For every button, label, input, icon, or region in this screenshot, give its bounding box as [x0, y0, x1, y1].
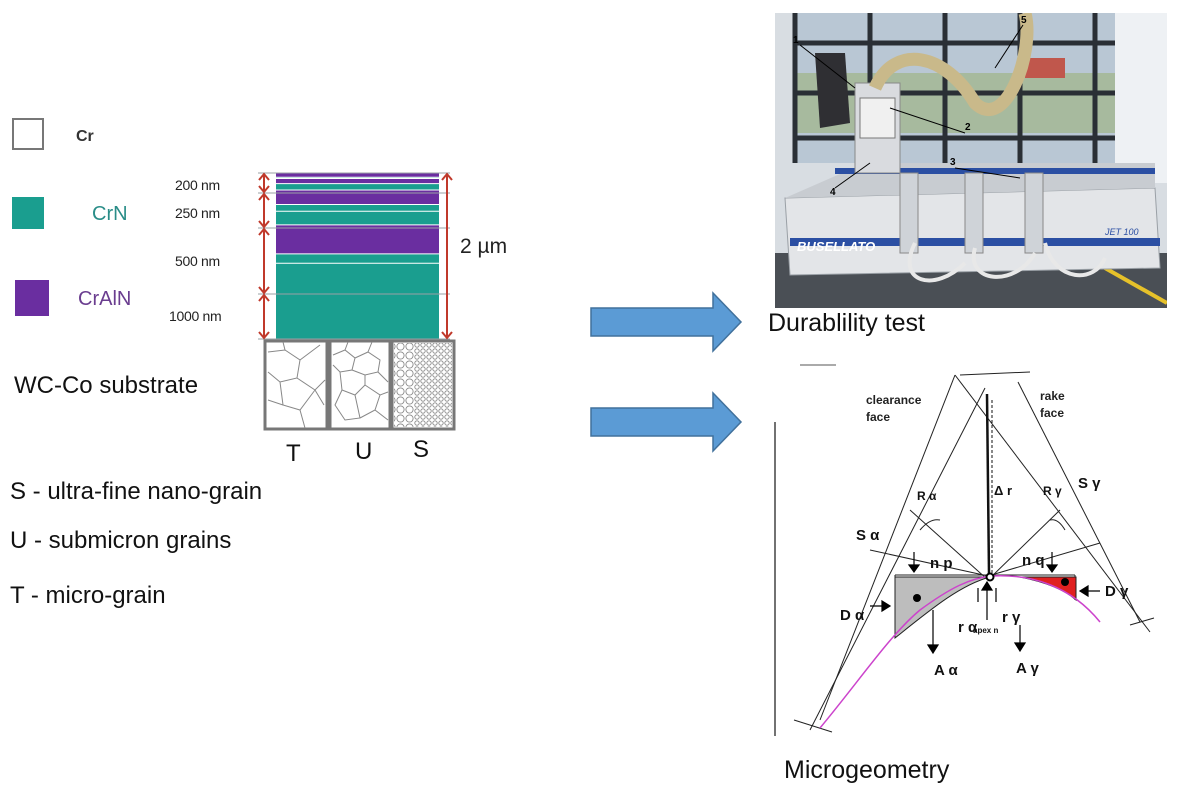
grain-label-u: U — [355, 438, 373, 465]
microgeometry-diagram: clearance face rake face Δ r S α S γ R α… — [774, 364, 1155, 736]
layer-boundaries — [258, 172, 450, 340]
substrate-blocks — [263, 339, 456, 431]
label-d-alpha: D α — [840, 607, 865, 624]
legend-label-cr: Cr — [76, 128, 94, 145]
callout-5: 5 — [1021, 15, 1027, 26]
thickness-label-500nm: 500 nm — [175, 253, 220, 269]
total-thickness-label: 2 µm — [460, 235, 508, 258]
label-r-alpha-lower: r α — [958, 619, 978, 636]
machine-brand-text: BUSELLATO — [797, 239, 875, 254]
coating-layer-crn — [276, 211, 439, 225]
label-r-gamma-upper: R γ — [1043, 484, 1062, 498]
coating-layer-crn — [276, 204, 439, 212]
legend-swatch-crn — [12, 197, 44, 229]
grain-block-t — [263, 339, 329, 431]
thickness-label-200nm: 200 nm — [175, 177, 220, 193]
label-r-gamma-lower: r γ — [1002, 609, 1021, 626]
description-s: S - ultra-fine nano-grain — [10, 478, 263, 505]
flow-arrows — [590, 291, 743, 453]
grain-label-s: S — [413, 436, 430, 463]
legend-swatch-cr — [12, 118, 44, 150]
callout-1: 1 — [793, 35, 799, 46]
durability-test-caption: Durablility test — [768, 309, 925, 337]
label-apex-n: apex n — [973, 626, 998, 635]
coating-layer-craln — [276, 173, 439, 178]
label-rake-word: rake — [1040, 389, 1065, 403]
label-a-gamma: A γ — [1016, 660, 1039, 677]
label-s-alpha: S α — [856, 527, 880, 544]
label-clearance-word: clearance — [866, 393, 922, 407]
edge-profile-curve — [819, 575, 1101, 729]
coating-layer-crn — [276, 253, 439, 264]
label-n-q: n q — [1022, 552, 1045, 569]
coating-stack — [258, 172, 456, 431]
coating-layer-craln — [276, 224, 439, 254]
coating-layer-crn — [276, 183, 439, 191]
label-d-gamma: D γ — [1105, 583, 1129, 600]
arrow-to-microgeometry — [590, 391, 743, 453]
label-face-right: face — [1040, 406, 1064, 420]
callout-2: 2 — [965, 122, 971, 133]
legend-swatch-craln — [15, 280, 49, 316]
label-delta-r: Δ r — [994, 483, 1012, 498]
callout-4: 4 — [830, 187, 836, 198]
machine-model-text: JET 100 — [1104, 227, 1139, 237]
thickness-label-1000nm: 1000 nm — [169, 308, 222, 324]
thickness-label-250nm: 250 nm — [175, 205, 220, 221]
machine-photo: BUSELLATO JET 100 1 2 3 4 5 — [775, 13, 1167, 308]
substrate-label: WC-Co substrate — [14, 372, 199, 399]
coating-layers — [276, 173, 439, 339]
label-a-alpha: A α — [934, 662, 958, 679]
thickness-dimension-arrows — [258, 172, 453, 340]
arrow-to-durability-test — [590, 291, 743, 353]
coating-layer-craln — [276, 190, 439, 205]
label-n-p: n p — [930, 555, 953, 572]
label-r-alpha-upper: R α — [917, 489, 937, 503]
microgeometry-caption: Microgeometry — [784, 756, 950, 784]
description-t: T - micro-grain — [10, 582, 166, 609]
label-face-left: face — [866, 410, 890, 424]
grain-label-t: T — [286, 440, 301, 467]
legend-label-crn: CrN — [92, 203, 128, 225]
photo-callouts — [799, 24, 1024, 189]
window-grid — [792, 13, 1167, 183]
coating-layer-crn — [276, 177, 439, 179]
coating-layer-crn — [276, 263, 439, 339]
legend-label-craln: CrAlN — [78, 288, 132, 310]
cnc-machine: BUSELLATO JET 100 — [784, 13, 1161, 283]
coating-layer-craln — [276, 178, 439, 184]
label-s-gamma: S γ — [1078, 475, 1101, 492]
callout-3: 3 — [950, 157, 956, 168]
description-u: U - submicron grains — [10, 527, 232, 554]
